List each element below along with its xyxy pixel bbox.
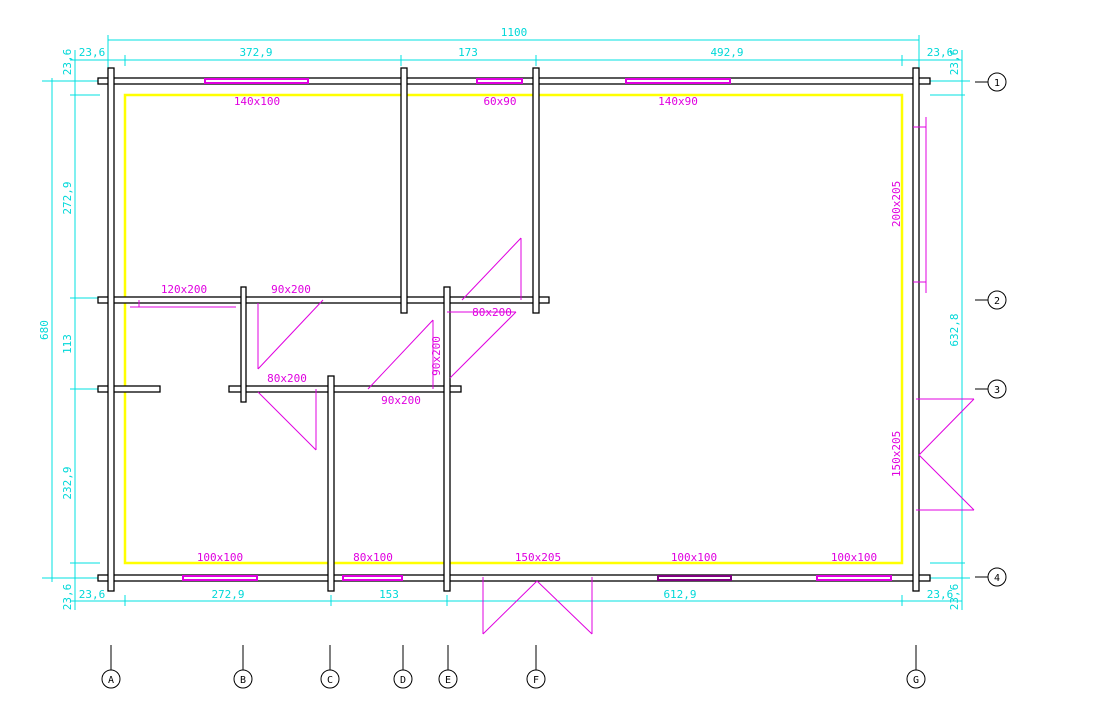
dim-left-total: 680: [38, 320, 51, 340]
label-window-bottom-4: 100x100: [831, 551, 877, 564]
dim-left-3: 232,9: [61, 466, 74, 499]
dim-top-3: 492,9: [710, 46, 743, 59]
windows: [182, 78, 927, 581]
svg-text:D: D: [400, 675, 406, 686]
svg-text:B: B: [240, 675, 246, 686]
dim-top-2: 173: [458, 46, 478, 59]
dim-left-2: 113: [61, 334, 74, 354]
label-window-top-1: 60x90: [483, 95, 516, 108]
label-door-interior-2: 80x200: [472, 306, 512, 319]
label-door-right: 150x205: [890, 431, 903, 477]
svg-text:F: F: [533, 675, 539, 686]
axis-D: D: [393, 645, 413, 689]
dim-top-4: 23,6: [927, 46, 954, 59]
dim-left-4: 23,6: [61, 584, 74, 611]
label-window-bottom-3: 100x100: [671, 551, 717, 564]
dim-bottom-4: 23,6: [927, 588, 954, 601]
axis-2: 2: [975, 290, 1007, 310]
svg-text:1: 1: [994, 78, 1000, 89]
dim-left-0: 23,6: [61, 49, 74, 76]
dim-bottom-2: 153: [379, 588, 399, 601]
dim-right-total: 632,8: [948, 313, 961, 346]
label-door-interior-0: 120x200: [161, 283, 207, 296]
axis-C: C: [320, 645, 340, 689]
label-door-bottom: 150x205: [515, 551, 561, 564]
label-window-bottom-0: 100x100: [197, 551, 243, 564]
doors: [130, 237, 975, 635]
svg-text:3: 3: [994, 385, 1000, 396]
axis-3: 3: [975, 379, 1007, 399]
dim-total-width: 1100: [501, 26, 528, 39]
dim-right-1: 23,6: [948, 584, 961, 611]
svg-text:G: G: [913, 675, 919, 686]
walls: [97, 67, 931, 592]
dim-right-0: 23,6: [948, 49, 961, 76]
svg-text:C: C: [327, 675, 333, 686]
label-door-interior-5: 90x200: [381, 394, 421, 407]
axis-G: G: [906, 645, 926, 689]
inner-outline: [123, 93, 904, 565]
axis-B: B: [233, 645, 253, 689]
axis-A: A: [101, 645, 121, 689]
axis-1: 1: [975, 72, 1007, 92]
axis-F: F: [526, 645, 546, 689]
svg-text:E: E: [445, 675, 451, 686]
dim-top-1: 372,9: [239, 46, 272, 59]
dim-bottom-3: 612,9: [663, 588, 696, 601]
dim-top-0: 23,6: [79, 46, 106, 59]
svg-text:2: 2: [994, 296, 1000, 307]
svg-text:4: 4: [994, 573, 1000, 584]
label-window-bottom-1: 80x100: [353, 551, 393, 564]
label-window-top-2: 140x90: [658, 95, 698, 108]
svg-text:A: A: [108, 675, 114, 686]
label-door-interior-3: 90x200: [430, 336, 443, 376]
dim-bottom-1: 272,9: [211, 588, 244, 601]
axis-E: E: [438, 645, 458, 689]
label-door-interior-4: 80x200: [267, 372, 307, 385]
label-window-right: 200x205: [890, 181, 903, 227]
label-window-top-0: 140x100: [234, 95, 280, 108]
label-door-interior-1: 90x200: [271, 283, 311, 296]
dim-left-1: 272,9: [61, 181, 74, 214]
dim-bottom-0: 23,6: [79, 588, 106, 601]
axis-4: 4: [975, 567, 1007, 587]
